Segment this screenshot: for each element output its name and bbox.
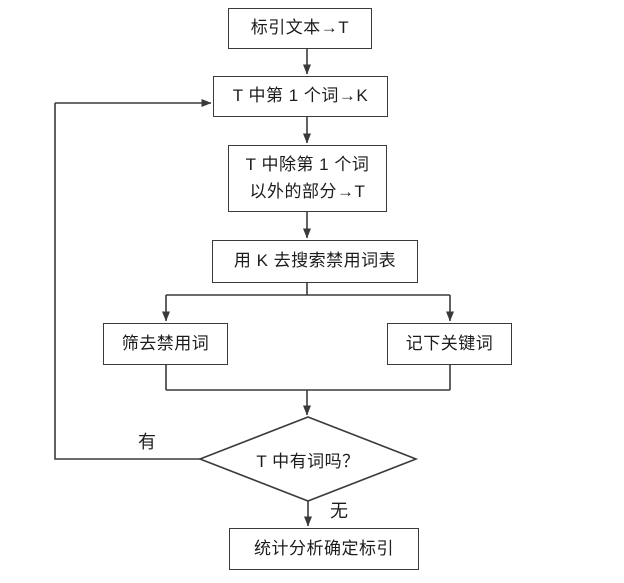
node-filter-stopwords: 筛去禁用词	[103, 323, 228, 365]
node-remove-first: T 中除第 1 个词 以外的部分→T	[228, 145, 387, 212]
node-remove-first-line1: T 中除第 1 个词	[245, 155, 370, 175]
node-filter-stopwords-label: 筛去禁用词	[121, 333, 210, 353]
edge-label-yes: 有	[138, 432, 157, 452]
node-record-keyword: 记下关键词	[387, 323, 512, 365]
node-record-keyword-label: 记下关键词	[405, 333, 494, 353]
loop-back-line	[54, 103, 200, 460]
decision-text: T 中有词吗？	[256, 451, 360, 471]
connector-lines	[54, 49, 454, 527]
node-search-stoplist: 用 K 去搜索禁用词表	[212, 240, 418, 283]
node-search-stoplist-label: 用 K 去搜索禁用词表	[233, 251, 397, 271]
node-final-index: 统计分析确定标引	[229, 528, 419, 570]
node-final-index-label: 统计分析确定标引	[254, 538, 394, 558]
node-first-word-label: T 中第 1 个词→K	[232, 86, 369, 106]
decision-diamond-shape	[197, 416, 419, 502]
node-index-text-label: 标引文本→T	[250, 18, 350, 38]
node-index-text: 标引文本→T	[228, 8, 372, 49]
edge-label-no: 无	[330, 501, 349, 521]
node-remove-first-line2: 以外的部分→T	[249, 181, 366, 201]
node-first-word: T 中第 1 个词→K	[213, 76, 388, 117]
decision-diamond-label: T 中有词吗？	[218, 438, 398, 480]
